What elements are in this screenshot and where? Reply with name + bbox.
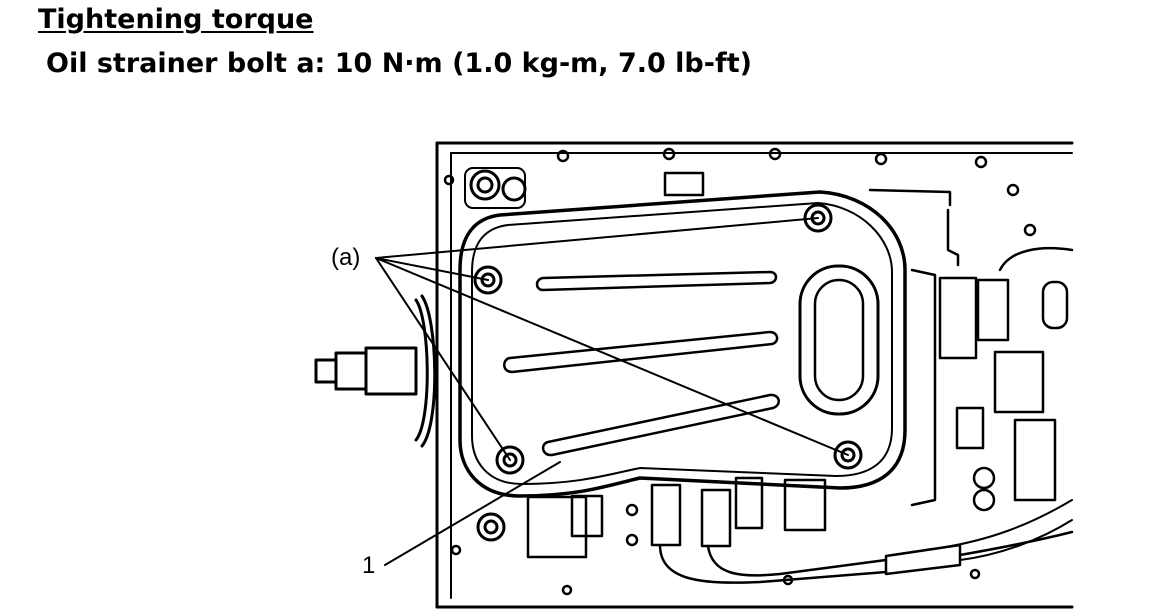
callout-a-label: (a)	[331, 244, 361, 271]
callout-1-label: 1	[362, 552, 376, 579]
callout-1-leader	[384, 461, 561, 566]
mounting-holes	[443, 147, 1037, 596]
torque-spec-line: Oil strainer bolt a: 10 N·m (1.0 kg-m, 7…	[46, 48, 752, 79]
top-left-bolts	[464, 167, 527, 209]
solenoid-valves	[663, 171, 1074, 512]
connectors-and-harness	[526, 476, 1074, 584]
input-shaft	[314, 294, 437, 448]
oil-strainer	[458, 190, 907, 498]
strainer-bolts	[473, 203, 863, 542]
section-heading: Tightening torque	[38, 4, 314, 35]
callout-a-leaders	[375, 217, 849, 461]
